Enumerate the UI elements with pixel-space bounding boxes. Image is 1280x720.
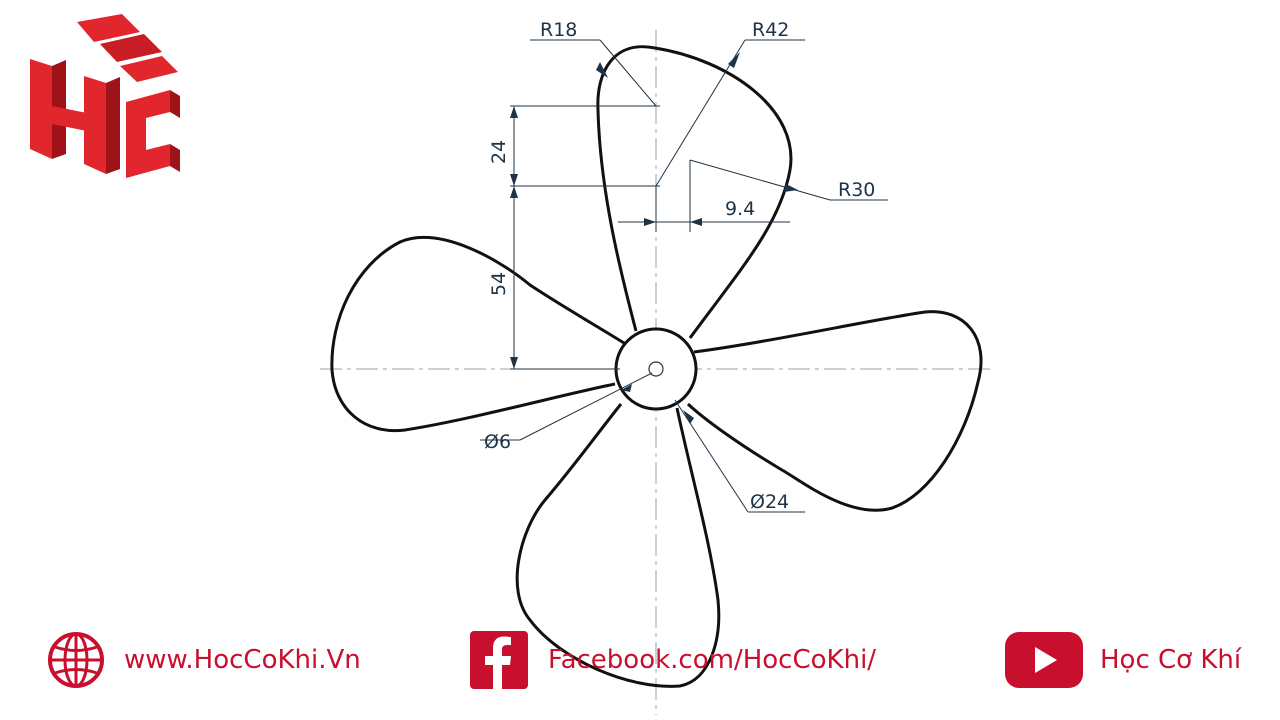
blade-right bbox=[686, 310, 983, 512]
blade-left bbox=[330, 236, 625, 433]
globe-icon bbox=[46, 630, 106, 690]
website-text: www.HocCoKhi.Vn bbox=[124, 645, 361, 675]
dim-9-4: 9.4 bbox=[725, 198, 755, 220]
blade-bottom bbox=[515, 403, 721, 688]
dim-r18: R18 bbox=[540, 19, 577, 41]
facebook-icon bbox=[470, 631, 528, 689]
youtube-text: Học Cơ Khí bbox=[1100, 645, 1242, 675]
website-link[interactable]: www.HocCoKhi.Vn bbox=[46, 620, 361, 700]
blades bbox=[330, 45, 983, 688]
youtube-icon bbox=[1005, 632, 1083, 688]
dim-24: 24 bbox=[488, 140, 510, 164]
dimension-arrows bbox=[510, 52, 798, 424]
facebook-text: Facebook.com/HocCoKhi/ bbox=[548, 645, 877, 675]
blade-top bbox=[596, 45, 793, 339]
dim-phi6: Ø6 bbox=[484, 431, 511, 453]
dim-r42: R42 bbox=[752, 19, 789, 41]
hc-logo bbox=[22, 14, 182, 184]
youtube-link[interactable]: Học Cơ Khí bbox=[1005, 620, 1241, 700]
dim-r30: R30 bbox=[838, 179, 875, 201]
dim-54: 54 bbox=[488, 272, 510, 296]
hub bbox=[614, 327, 698, 411]
footer: www.HocCoKhi.Vn Facebook.com/HocCoKhi/ H… bbox=[0, 620, 1280, 700]
dim-phi24: Ø24 bbox=[750, 491, 789, 513]
facebook-link[interactable]: Facebook.com/HocCoKhi/ bbox=[470, 620, 876, 700]
